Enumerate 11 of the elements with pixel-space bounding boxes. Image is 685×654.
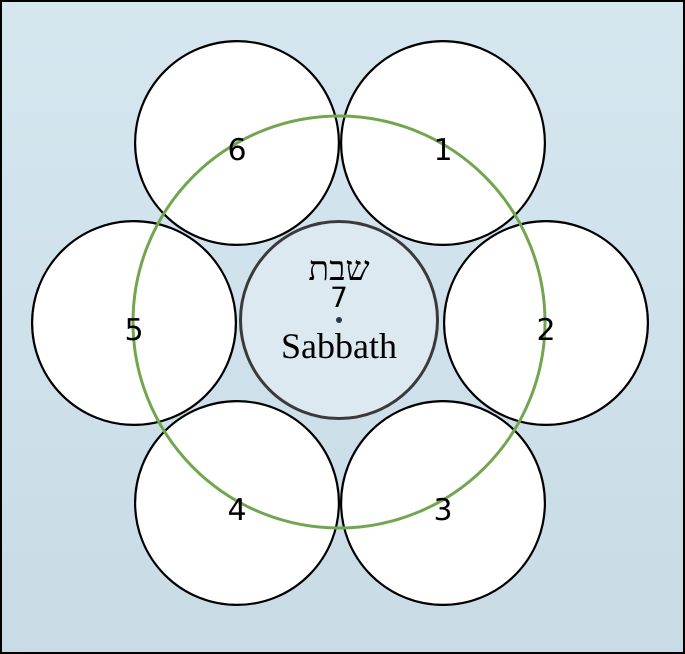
day-name: Sabbath — [281, 327, 397, 365]
number-circle — [340, 400, 546, 606]
number-circle — [340, 40, 546, 246]
center-circle — [239, 220, 439, 420]
number-circle — [31, 220, 237, 426]
number-circle — [443, 220, 649, 426]
number-label: 3 — [433, 494, 453, 528]
number-circle — [134, 40, 340, 246]
number-label: 4 — [227, 494, 247, 528]
number-circle — [134, 400, 340, 606]
number-label: 6 — [227, 134, 247, 168]
